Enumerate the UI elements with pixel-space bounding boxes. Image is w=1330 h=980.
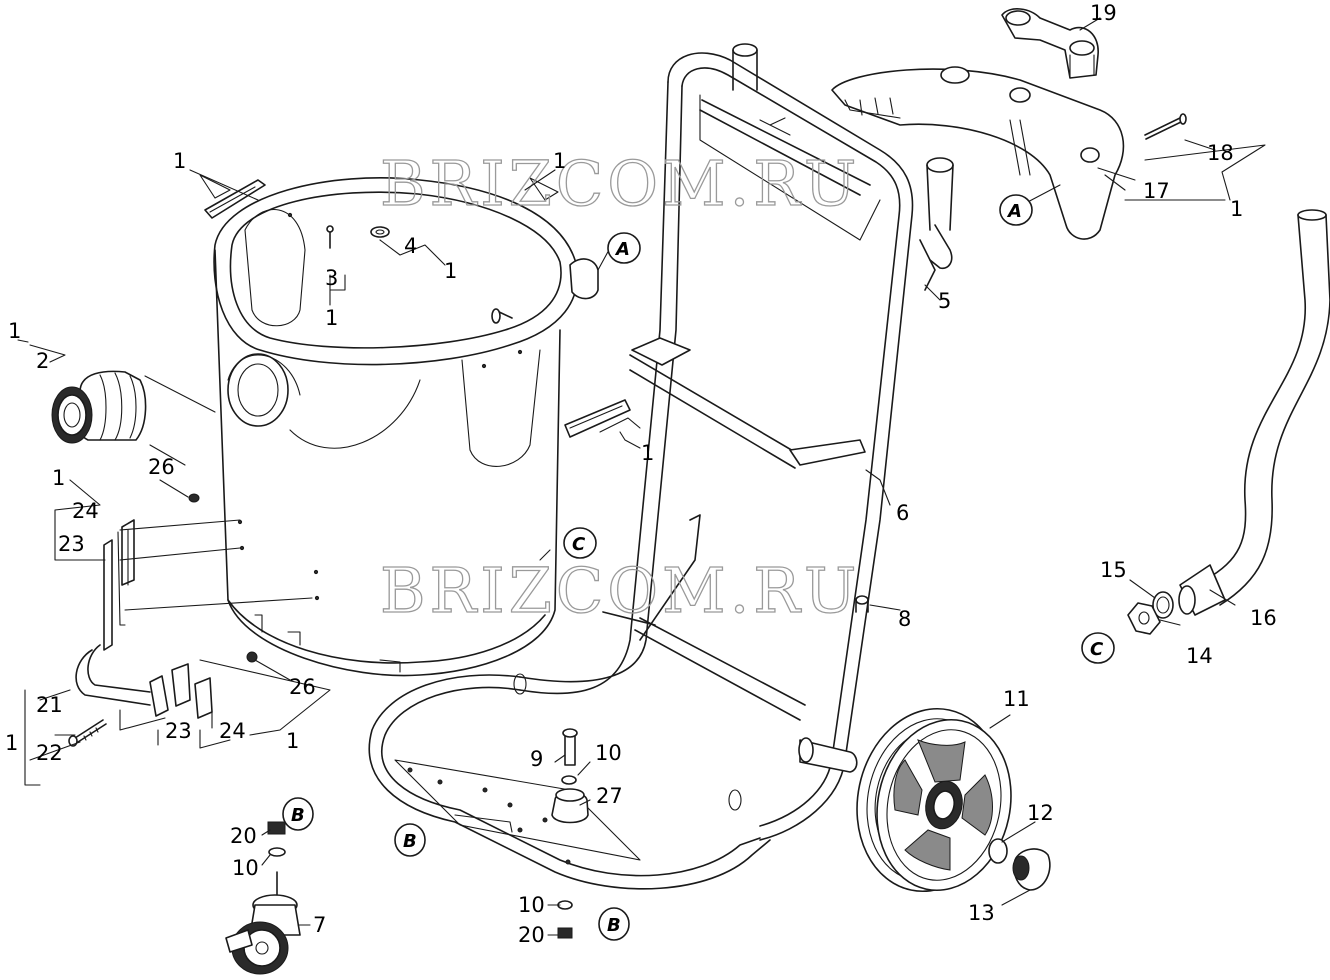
foot-and-fasteners — [551, 728, 589, 939]
callout-23-lower: 23 — [165, 719, 192, 743]
ref-badge-b-castor: B — [282, 797, 314, 831]
callout-23-upper: 23 — [58, 532, 85, 556]
callout-14: 14 — [1186, 644, 1213, 668]
inlet-adapter — [51, 370, 147, 444]
callout-22: 22 — [36, 741, 63, 765]
top-bracket — [831, 8, 1187, 240]
callout-10-foot: 10 — [595, 741, 622, 765]
callout-13: 13 — [968, 901, 995, 925]
callout-6: 6 — [896, 501, 909, 525]
callout-17: 17 — [1143, 179, 1170, 203]
callout-10-castor: 10 — [232, 856, 259, 880]
svg-text:B: B — [291, 805, 305, 826]
callout-11: 11 — [1003, 687, 1030, 711]
callout-5: 5 — [938, 289, 951, 313]
callout-19: 19 — [1090, 1, 1117, 25]
watermark-top: BRIZCOM.RU — [380, 147, 860, 220]
tank — [213, 177, 599, 677]
callout-15: 15 — [1100, 558, 1127, 582]
wheel-assembly — [856, 707, 1051, 893]
castor-assembly — [225, 821, 301, 975]
ref-badge-a-bracket: A — [999, 194, 1033, 226]
callout-24-upper: 24 — [72, 499, 99, 523]
callout-1-latch-top: 1 — [553, 149, 566, 173]
callout-1-top-bracket: 1 — [1230, 197, 1243, 221]
callout-3: 3 — [325, 266, 338, 290]
callout-1-item3: 1 — [325, 306, 338, 330]
ref-badge-c-tank: C — [563, 527, 597, 559]
callout-9: 9 — [530, 747, 543, 771]
svg-text:C: C — [572, 534, 586, 555]
callout-18: 18 — [1207, 141, 1234, 165]
callout-1-item4: 1 — [444, 259, 457, 283]
callout-20-bottom: 20 — [518, 923, 545, 947]
callout-2: 2 — [36, 349, 49, 373]
svg-text:A: A — [614, 239, 630, 260]
svg-text:C: C — [1090, 639, 1104, 660]
callout-10-bottom: 10 — [518, 893, 545, 917]
callout-26-upper: 26 — [148, 455, 175, 479]
ref-badge-a-tank: A — [607, 232, 641, 264]
latch-parts — [199, 174, 641, 438]
ref-badge-b-frame: B — [394, 823, 426, 857]
callout-26-lower: 26 — [289, 675, 316, 699]
svg-text:A: A — [1006, 201, 1022, 222]
callout-27: 27 — [596, 784, 623, 808]
ref-badge-b-foot: B — [598, 907, 630, 941]
callout-24-lower: 24 — [219, 719, 246, 743]
callout-1-bracket-upper: 1 — [52, 466, 65, 490]
callout-20-castor: 20 — [230, 824, 257, 848]
svg-text:B: B — [403, 831, 417, 852]
callout-labels: 1 1 1 1 1 1 1 1 1 1 2 3 4 5 6 7 8 9 10 1… — [5, 1, 1277, 947]
callout-1-latch-left: 1 — [173, 149, 186, 173]
ref-badge-c-hose: C — [1081, 632, 1115, 664]
callout-7: 7 — [313, 913, 326, 937]
callout-1-screw: 1 — [5, 731, 18, 755]
callout-1-bracket-lower: 1 — [286, 729, 299, 753]
trolley-frame — [368, 43, 954, 890]
leader-lines — [17, 17, 1266, 936]
callout-16: 16 — [1250, 606, 1277, 630]
hose-assembly — [1127, 209, 1330, 635]
bracket-assembly — [68, 493, 258, 747]
callout-4: 4 — [404, 234, 417, 258]
callout-1-latch-right: 1 — [641, 441, 654, 465]
callout-8: 8 — [898, 607, 911, 631]
watermark-middle: BRIZCOM.RU — [380, 554, 860, 627]
callout-1-item2: 1 — [8, 319, 21, 343]
svg-text:B: B — [607, 915, 621, 936]
callout-21: 21 — [36, 693, 63, 717]
callout-12: 12 — [1027, 801, 1054, 825]
